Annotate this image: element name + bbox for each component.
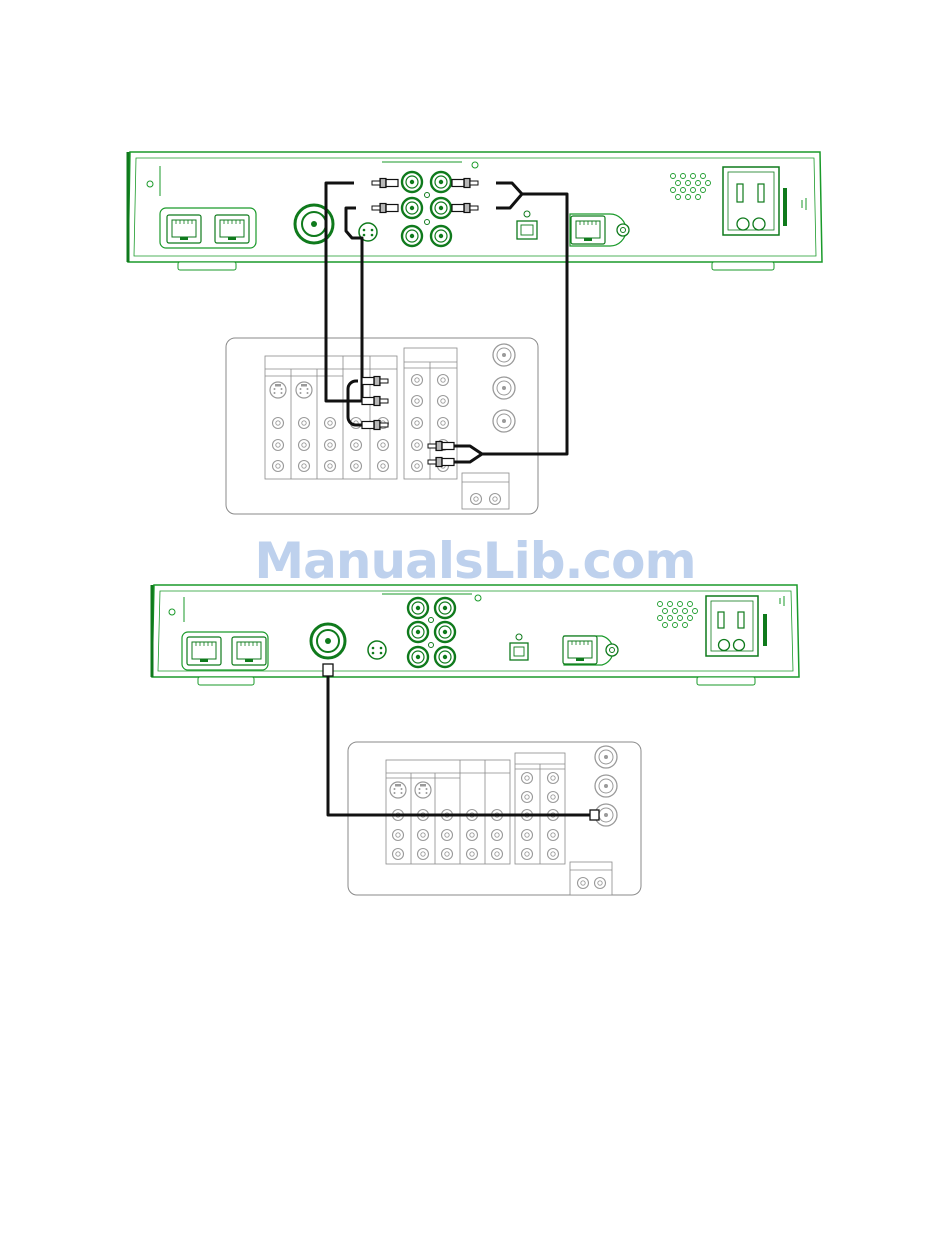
rca-jack-icon (435, 622, 455, 642)
optical-port-icon (510, 643, 528, 660)
rca-jack-icon (402, 172, 422, 192)
rca-jack-icon (431, 226, 451, 246)
rca-jack-icon (431, 172, 451, 192)
power-outlet-icon (706, 596, 758, 656)
ethernet-port-icon (215, 215, 249, 243)
ethernet-port-icon (563, 636, 597, 664)
rca-jack-icon (408, 647, 428, 667)
rca-jack-icon (408, 622, 428, 642)
ethernet-port-icon (167, 215, 201, 243)
rca-jack-icon (435, 598, 455, 618)
rca-jack-icon (431, 198, 451, 218)
ethernet-port-icon (187, 637, 221, 665)
svideo-port-icon (270, 382, 286, 398)
receiver-back-panel-1 (128, 152, 822, 270)
cable-plug-icon (590, 810, 599, 820)
rca-jack-icon (435, 647, 455, 667)
svideo-port-icon (296, 382, 312, 398)
svideo-port-icon (390, 782, 406, 798)
coax-port-icon (493, 344, 515, 366)
coax-port-icon (311, 624, 345, 658)
svideo-port-icon (415, 782, 431, 798)
ethernet-port-icon (571, 216, 605, 244)
svideo-port-icon (368, 641, 386, 659)
rca-jack-icon (408, 598, 428, 618)
optical-port-icon (517, 221, 537, 239)
receiver-back-panel-2 (152, 585, 799, 685)
rca-jack-icon (402, 226, 422, 246)
rca-jack-icon (402, 198, 422, 218)
ethernet-port-icon (232, 637, 266, 665)
watermark-text: ManualsLib.com (0, 532, 950, 590)
cable-plug-icon (323, 664, 333, 676)
power-outlet-icon (723, 167, 779, 235)
